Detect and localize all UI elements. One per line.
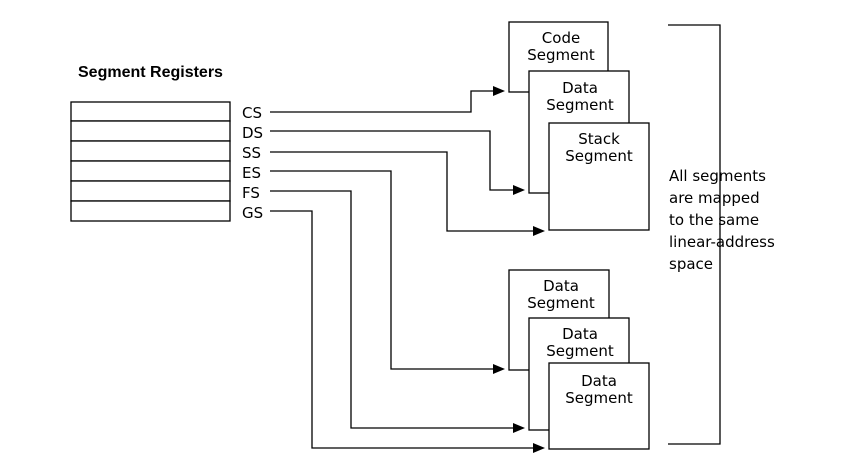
es-connector: [270, 170, 494, 370]
gs-arrowhead: [533, 443, 545, 453]
upper-data-segment-label-line2: Segment: [546, 96, 614, 114]
note-line-3: to the same: [669, 211, 759, 229]
register-label-fs: FS: [242, 184, 260, 202]
lower-data-segment-1-label-line2: Segment: [527, 294, 595, 312]
stack-segment-box: [548, 122, 650, 231]
code-segment-label-line1: Code: [542, 29, 580, 47]
register-label-ds: DS: [242, 124, 263, 142]
linear-address-note: All segments are mapped to the same line…: [669, 167, 775, 273]
register-label-ss: SS: [242, 144, 261, 162]
code-segment-label-line2: Segment: [527, 46, 595, 64]
cs-connector: [270, 90, 494, 113]
note-line-1: All segments: [669, 167, 766, 185]
register-gs-box: [70, 200, 231, 222]
register-ds-box: [70, 120, 231, 142]
connector-lines: [270, 86, 545, 453]
lower-data-segment-3-label-line2: Segment: [565, 389, 633, 407]
lower-data-segment-1-label-line1: Data: [543, 277, 579, 295]
ds-connector: [270, 130, 514, 191]
register-es-box: [70, 160, 231, 182]
es-arrowhead: [493, 364, 505, 374]
register-stack: [70, 101, 231, 222]
note-line-4: linear-address: [669, 233, 775, 251]
note-line-2: are mapped: [669, 189, 760, 207]
ss-connector: [270, 151, 534, 232]
upper-segment-group: Code Segment Data Segment Stack Segment: [508, 21, 650, 231]
lower-data-segment-2-label-line1: Data: [562, 325, 598, 343]
linear-address-bracket: [668, 24, 721, 445]
register-label-cs: CS: [242, 104, 262, 122]
lower-data-segment-3-label-line1: Data: [581, 372, 617, 390]
gs-connector: [270, 210, 534, 449]
register-cs-box: [70, 101, 231, 122]
register-ss-box: [70, 140, 231, 162]
register-label-es: ES: [242, 164, 261, 182]
lower-segment-group: Data Segment Data Segment Data Segment: [508, 269, 650, 450]
lower-data-segment-2-label-line2: Segment: [546, 342, 614, 360]
ds-arrowhead: [513, 185, 525, 195]
ss-arrowhead: [533, 226, 545, 236]
upper-data-segment-label-line1: Data: [562, 79, 598, 97]
fs-arrowhead: [513, 423, 525, 433]
stack-segment-label-line2: Segment: [565, 147, 633, 165]
register-label-gs: GS: [242, 204, 263, 222]
register-fs-box: [70, 180, 231, 202]
note-line-5: space: [669, 255, 713, 273]
fs-connector: [270, 190, 514, 429]
lower-data-segment-box-3: [548, 362, 650, 450]
stack-segment-label-line1: Stack: [578, 130, 620, 148]
cs-arrowhead: [493, 86, 505, 96]
diagram-title: Segment Registers: [78, 64, 223, 81]
